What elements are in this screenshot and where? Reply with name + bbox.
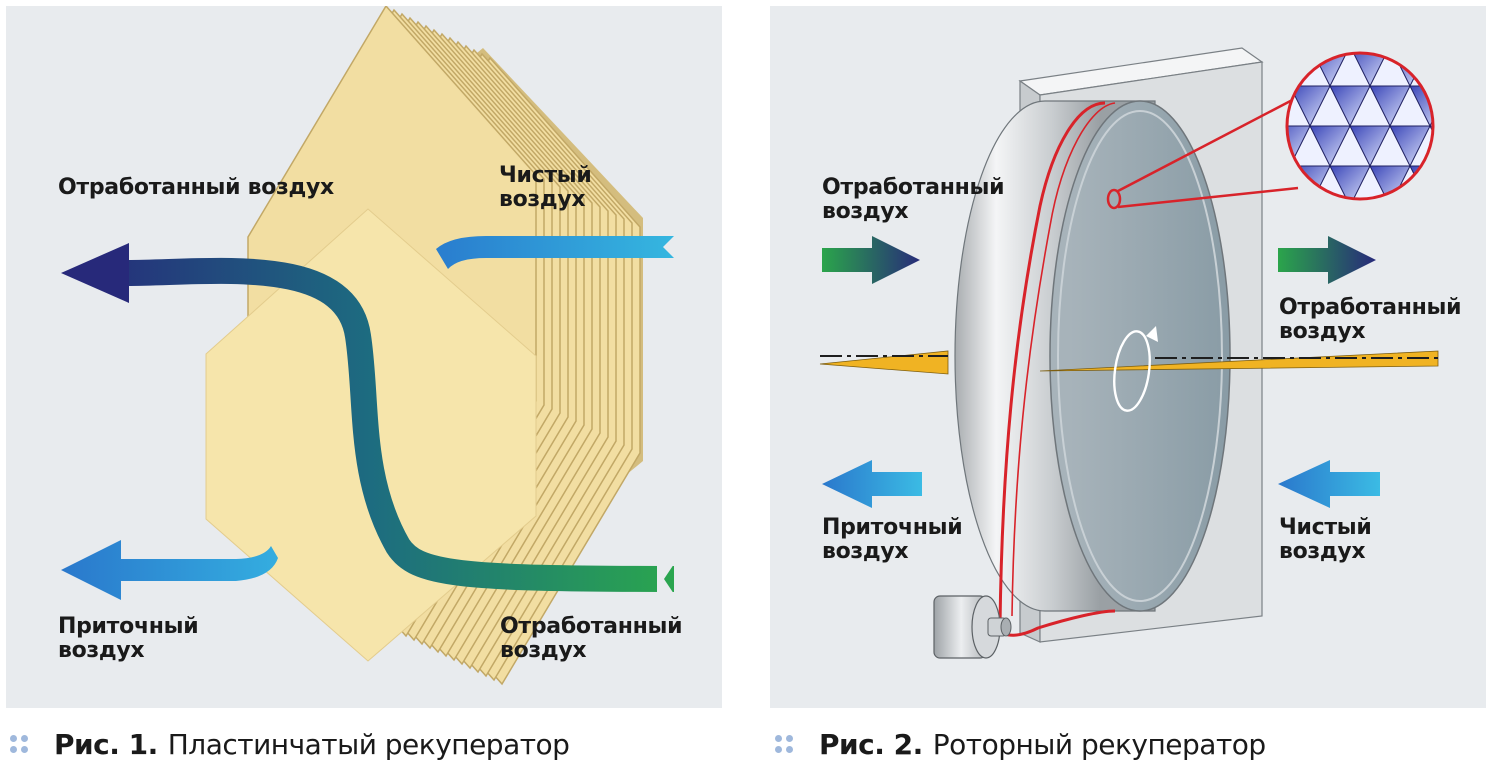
magnifier-pointer	[1106, 94, 1301, 210]
exhaust-air-out-arrow	[1278, 236, 1376, 284]
plate-recuperator-diagram	[61, 6, 675, 686]
exhaust-air-flow	[125, 257, 675, 592]
exhaust-air-in-notch	[657, 564, 674, 594]
label-exhaust-out: Отработанный воздух	[58, 175, 334, 200]
rotation-direction-icon	[1113, 326, 1158, 412]
figure-1-number: Рис. 1.	[54, 727, 158, 761]
rotor-face	[1049, 100, 1231, 612]
figure-2-title: Роторный рекуператор	[932, 727, 1266, 761]
figure-2-number: Рис. 2.	[819, 727, 923, 761]
figure-1-title: Пластинчатый рекуператор	[167, 727, 570, 761]
rotor-matrix-magnified	[1285, 51, 1435, 201]
rotor-shaft	[819, 350, 1439, 375]
rotary-recuperator-diagram	[819, 47, 1439, 659]
label-exhaust-in: Отработанный воздух	[822, 175, 1005, 224]
label-exhaust-in: Отработанный воздух	[500, 614, 683, 663]
caption-bullet-icon	[10, 733, 32, 755]
label-clean-in: Чистый воздух	[1279, 515, 1372, 564]
plate-recuperator-panel: Отработанный воздух Чистый воздух Приточ…	[6, 6, 722, 708]
exhaust-air-out-arrowhead	[61, 243, 129, 303]
drive-belt	[998, 101, 1116, 637]
rotary-recuperator-panel: Отработанный воздух Отработанный воздух …	[770, 6, 1486, 708]
caption-bullet-icon	[775, 733, 797, 755]
label-clean-in: Чистый воздух	[499, 163, 592, 212]
label-exhaust-out: Отработанный воздух	[1279, 295, 1462, 344]
figure-2-caption: Рис. 2. Роторный рекуператор	[775, 724, 1266, 764]
clean-air-in-arrow	[1278, 460, 1380, 508]
figure-1-caption: Рис. 1. Пластинчатый рекуператор	[10, 724, 570, 764]
supply-air-out-arrow	[61, 540, 278, 600]
clean-air-in-arrow	[436, 236, 674, 269]
supply-air-out-arrow	[822, 460, 922, 508]
drive-motor	[933, 595, 1012, 659]
label-supply-out: Приточный воздух	[822, 515, 963, 564]
label-supply-out: Приточный воздух	[58, 614, 199, 663]
exhaust-air-in-arrow	[822, 236, 920, 284]
